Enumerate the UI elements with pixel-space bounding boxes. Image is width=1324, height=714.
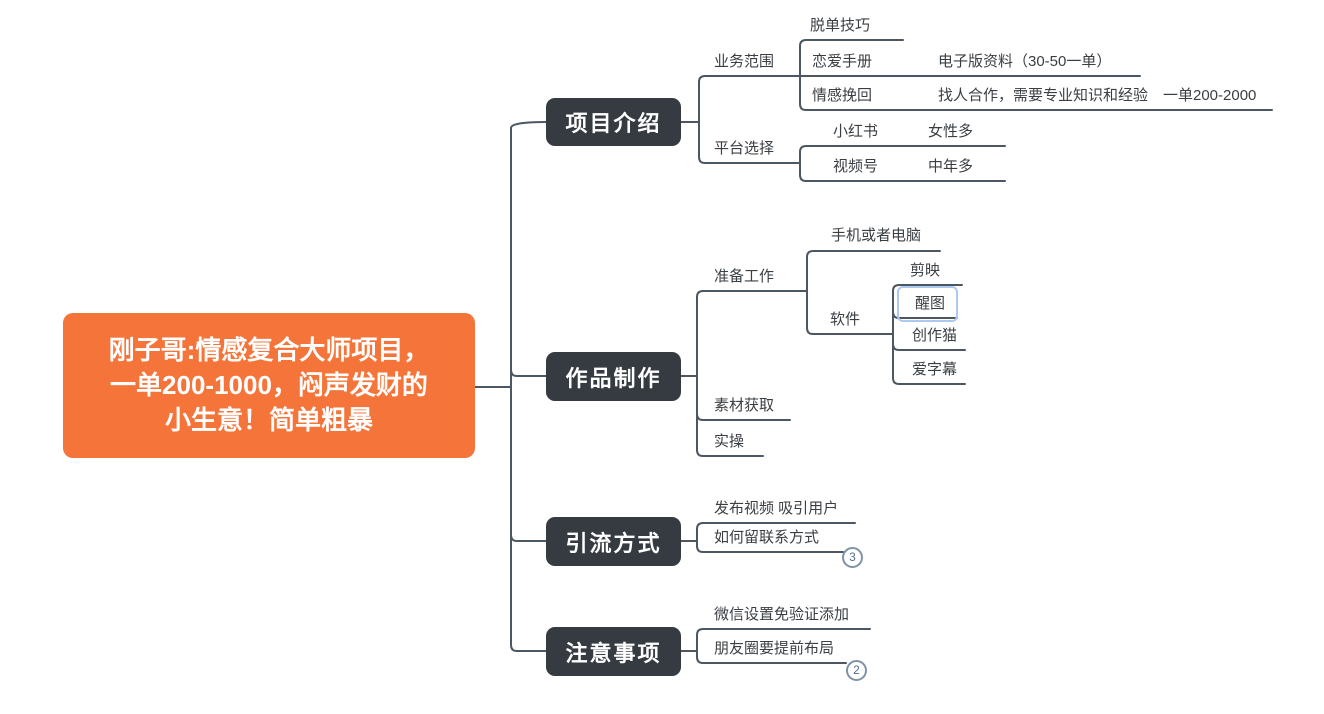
node-relationship-recovery[interactable]: 情感挽回 [812, 87, 873, 104]
node-phone-or-computer[interactable]: 手机或者电脑 [831, 227, 922, 244]
root-topic-line2: 一单200-1000，闷声发财的 [110, 370, 428, 400]
node-partner-cooperation[interactable]: 找人合作，需要专业知识和经验 [938, 87, 1149, 104]
node-dating-skills[interactable]: 脱单技巧 [810, 17, 871, 34]
main-topic-content-creation[interactable]: 作品制作 [546, 352, 681, 401]
node-business-scope[interactable]: 业务范围 [714, 53, 775, 70]
connector-software-bracket [892, 284, 966, 385]
root-topic[interactable]: 刚子哥:情感复合大师项目， 一单200-1000，闷声发财的 小生意！简单粗暴 [63, 313, 475, 458]
node-xingtu-selected[interactable]: 醒图 [915, 295, 946, 312]
connector-preparation-bracket [806, 250, 941, 335]
node-practice[interactable]: 实操 [714, 433, 745, 450]
root-topic-line1: 刚子哥:情感复合大师项目， [108, 335, 430, 365]
node-mostly-middle-aged[interactable]: 中年多 [928, 158, 974, 175]
collapsed-count-badge[interactable]: 2 [846, 660, 867, 681]
node-price-per-order[interactable]: 一单200-2000 [1163, 87, 1257, 104]
node-mostly-female[interactable]: 女性多 [928, 123, 974, 140]
node-preparation[interactable]: 准备工作 [714, 268, 775, 285]
connector-b3-bracket [696, 522, 856, 553]
node-xiaohongshu[interactable]: 小红书 [833, 123, 879, 140]
connector-b4-bracket [696, 628, 871, 664]
root-topic-line3: 小生意！简单粗暴 [164, 405, 373, 435]
node-software[interactable]: 软件 [830, 311, 861, 328]
connector-chuangzuomao-line [892, 343, 966, 351]
main-topic-traffic-methods[interactable]: 引流方式 [546, 517, 681, 566]
main-topic-project-intro[interactable]: 项目介绍 [546, 98, 681, 146]
connector-elbow-branch2 [510, 369, 547, 377]
collapsed-count-badge[interactable]: 3 [842, 547, 863, 568]
node-platform-selection[interactable]: 平台选择 [714, 140, 775, 157]
node-jianying[interactable]: 剪映 [910, 262, 941, 279]
node-digital-materials[interactable]: 电子版资料（30-50一单） [938, 53, 1112, 70]
node-material-acquisition[interactable]: 素材获取 [714, 397, 775, 414]
connector-b1-bracket [698, 75, 801, 164]
selection-highlight-xingtu [897, 286, 958, 322]
node-publish-videos-attract-users[interactable]: 发布视频 吸引用户 [714, 500, 839, 517]
node-moments-layout[interactable]: 朋友圈要提前布局 [714, 640, 835, 657]
node-aizimu[interactable]: 爱字幕 [912, 361, 958, 378]
connector-material-line [696, 413, 791, 421]
main-topic-precautions[interactable]: 注意事项 [546, 627, 681, 676]
node-chuangzuomao[interactable]: 创作猫 [912, 327, 958, 344]
node-video-account[interactable]: 视频号 [833, 158, 879, 175]
node-wechat-no-verification[interactable]: 微信设置免验证添加 [714, 606, 850, 623]
connector-b2-bracket [696, 290, 808, 457]
connector-elbow-branch3 [510, 534, 547, 542]
node-leave-contact-method[interactable]: 如何留联系方式 [714, 529, 820, 546]
connector-spine [510, 121, 547, 652]
node-love-handbook[interactable]: 恋爱手册 [812, 53, 873, 70]
connector-platform-bracket [799, 145, 1006, 182]
